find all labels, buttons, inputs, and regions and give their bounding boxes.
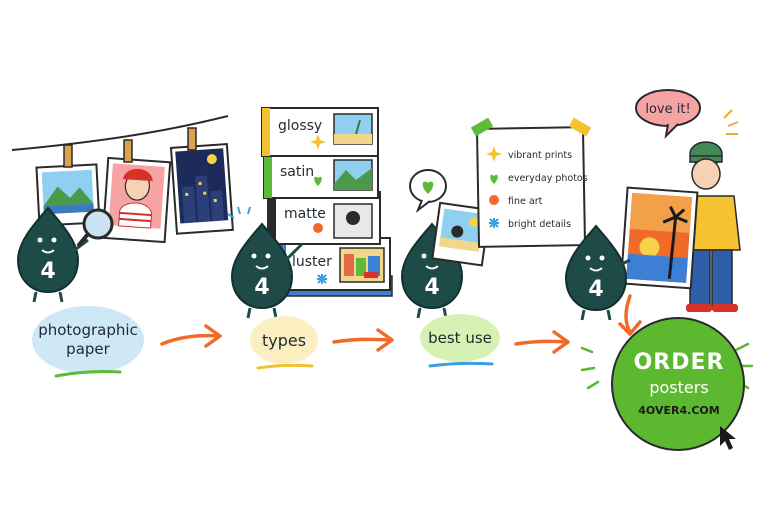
checklist-text: bright details bbox=[508, 219, 571, 230]
step-label-photographic-paper: photographic paper bbox=[38, 321, 138, 358]
checklist-item: bright details bbox=[489, 218, 571, 230]
tape bbox=[568, 117, 592, 137]
portrait-photo bbox=[101, 156, 172, 244]
sparkle-icon bbox=[310, 134, 326, 150]
tape bbox=[470, 117, 494, 137]
checklist-item: fine art bbox=[489, 195, 543, 207]
mascot-with-magnifier bbox=[17, 207, 114, 303]
paper-type-label: satin bbox=[280, 164, 314, 180]
sunny-photo bbox=[431, 201, 491, 267]
love-speech-bubble: love it! bbox=[635, 89, 701, 139]
order-posters-button[interactable] bbox=[611, 317, 745, 451]
step-label-types: types bbox=[261, 330, 307, 350]
mascot-number: 4 bbox=[588, 277, 603, 302]
paper-type-matte: matte bbox=[284, 203, 373, 239]
flower-icon bbox=[313, 222, 323, 234]
heart-icon bbox=[314, 176, 322, 186]
mascot-number: 4 bbox=[424, 275, 439, 300]
paper-type-luster: luster bbox=[292, 247, 385, 284]
heart-icon bbox=[490, 174, 498, 184]
heart-icon bbox=[422, 181, 434, 194]
paper-type-satin: satin bbox=[280, 159, 373, 191]
flow-arrow bbox=[332, 328, 394, 352]
flow-arrow bbox=[160, 324, 222, 348]
checklist-text: vibrant prints bbox=[508, 150, 572, 161]
mascot-number: 4 bbox=[254, 275, 269, 300]
checklist-text: everyday photos bbox=[508, 173, 588, 184]
cta-order-label: ORDER bbox=[633, 350, 725, 375]
flower-icon bbox=[489, 195, 499, 205]
checklist-text: fine art bbox=[508, 196, 543, 207]
cta-url-label[interactable]: 4OVER4.COM bbox=[638, 404, 720, 417]
snowflake-icon bbox=[317, 274, 327, 284]
paper-type-glossy: glossy bbox=[278, 113, 373, 150]
clothesline bbox=[11, 115, 229, 151]
cta-posters-label: posters bbox=[649, 378, 709, 397]
paper-type-label: luster bbox=[292, 254, 332, 270]
night-city-photo bbox=[169, 142, 234, 235]
mascot-number: 4 bbox=[40, 259, 55, 284]
clothespin bbox=[187, 127, 197, 151]
excitement-lines bbox=[723, 109, 739, 135]
heart-speech-bubble bbox=[409, 169, 447, 213]
clothesline-scene bbox=[11, 115, 234, 244]
sparkle-icon bbox=[486, 146, 502, 162]
snowflake-icon bbox=[489, 218, 499, 228]
paper-type-label: matte bbox=[284, 206, 326, 222]
down-arrow bbox=[618, 294, 642, 336]
magnifier-icon bbox=[82, 208, 114, 240]
sunset-poster bbox=[619, 186, 699, 290]
step-blob-types bbox=[250, 316, 318, 364]
clothespin bbox=[63, 144, 73, 168]
mascot-pointing bbox=[565, 225, 631, 321]
landscape-photo bbox=[35, 163, 101, 227]
step-label-best-use: best use bbox=[428, 329, 492, 347]
flow-arrow bbox=[514, 330, 570, 354]
cursor-icon bbox=[720, 426, 736, 450]
checklist-item: vibrant prints bbox=[486, 146, 572, 162]
step-blob-best-use bbox=[420, 314, 500, 362]
love-text: love it! bbox=[645, 102, 690, 117]
cta-burst-lines bbox=[580, 342, 754, 390]
step-blob-photographic-paper bbox=[32, 306, 144, 374]
checklist-item: everyday photos bbox=[490, 173, 588, 184]
checklist-card bbox=[470, 117, 592, 248]
paper-type-label: glossy bbox=[278, 118, 322, 134]
mascot-pointing bbox=[227, 206, 304, 319]
clothespin bbox=[123, 139, 133, 163]
